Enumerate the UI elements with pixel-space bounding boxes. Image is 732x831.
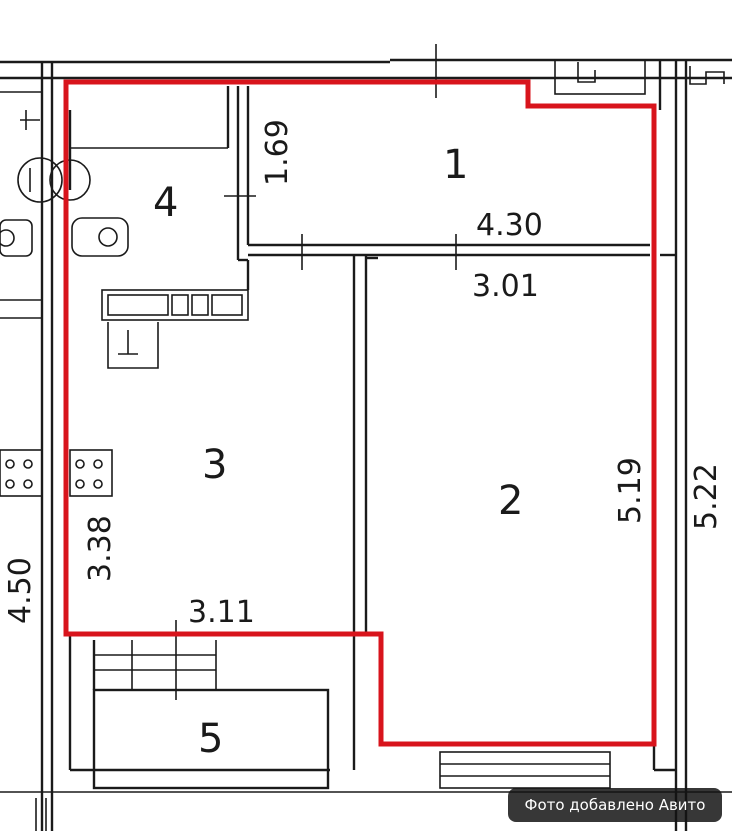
dimension-label-3-01: 3.01 [472, 269, 539, 304]
dimension-label-5-22: 5.22 [689, 463, 724, 530]
room-label-5: 5 [198, 716, 223, 762]
room-label-4: 4 [153, 180, 178, 226]
room-label-2: 2 [498, 478, 523, 524]
dimension-label-5-19: 5.19 [613, 457, 648, 524]
dimension-label-3-11: 3.11 [188, 595, 255, 630]
apartment-outline [63, 79, 657, 747]
walls [0, 44, 732, 831]
room-label-1: 1 [443, 142, 468, 188]
dimension-label-1-69: 1.69 [260, 119, 295, 186]
dimension-label-3-38: 3.38 [83, 515, 118, 582]
watermark-badge: Фото добавлено Авито [508, 788, 722, 822]
dimension-label-4-30: 4.30 [476, 208, 543, 243]
dimension-label-4-50: 4.50 [3, 557, 38, 624]
room-label-3: 3 [202, 442, 227, 488]
